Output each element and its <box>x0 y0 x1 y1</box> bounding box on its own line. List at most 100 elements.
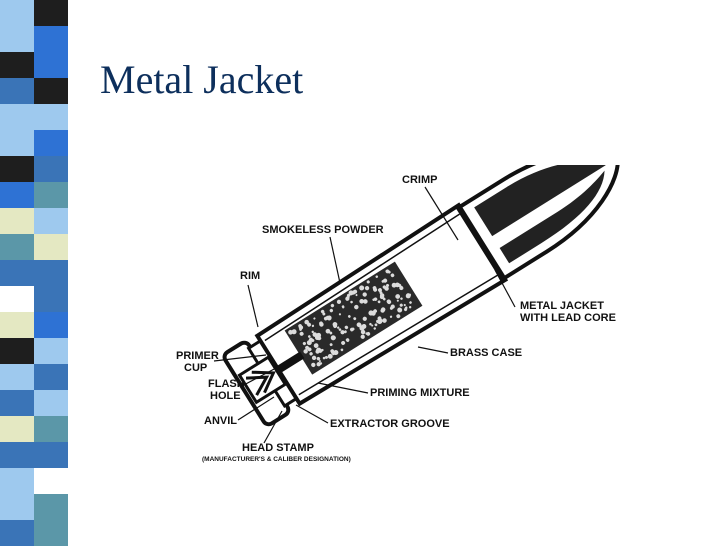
stripe-block <box>0 234 34 260</box>
powder-grain <box>332 322 338 327</box>
powder-grain <box>366 332 371 336</box>
powder-grain <box>366 280 370 284</box>
stripe-block <box>0 130 34 156</box>
powder-grain <box>368 310 374 316</box>
powder-grain <box>345 296 350 301</box>
powder-grain <box>362 316 367 321</box>
powder-grain <box>324 355 328 359</box>
powder-grain <box>329 308 334 313</box>
powder-grain <box>329 343 333 347</box>
powder-grain <box>406 293 410 297</box>
powder-grain <box>363 299 368 304</box>
powder-grain <box>347 315 351 318</box>
stripe-block <box>34 182 68 208</box>
powder-grain <box>379 293 385 298</box>
leader-line <box>329 236 341 284</box>
powder-grain <box>403 303 406 307</box>
label-flash-hole-line2: HOLE <box>210 390 241 402</box>
powder-grain <box>315 349 320 354</box>
powder-grain <box>322 312 326 316</box>
stripe-block <box>34 260 68 286</box>
leader-line <box>263 410 283 444</box>
stripe-block <box>0 0 34 26</box>
powder-grain <box>369 322 372 326</box>
label-anvil: ANVIL <box>204 415 237 427</box>
powder-grain <box>299 326 303 330</box>
leader-line <box>239 366 279 388</box>
decorative-stripe <box>0 0 68 546</box>
powder-grain <box>350 300 353 304</box>
stripe-block <box>0 520 34 546</box>
powder-grain <box>325 328 331 334</box>
powder-grain <box>340 330 345 335</box>
label-flash-hole-line1: FLASH <box>208 378 245 390</box>
label-primer-cup-line2: CUP <box>184 362 207 374</box>
powder-grain <box>313 343 319 349</box>
powder-grain <box>311 324 315 328</box>
powder-grain <box>395 294 401 299</box>
leader-line <box>424 186 459 241</box>
stripe-block <box>0 416 34 442</box>
powder-grain <box>377 318 383 324</box>
powder-grain <box>374 323 378 327</box>
powder-grain <box>344 325 349 330</box>
stripe-block <box>0 338 34 364</box>
metal-jacket-bullet <box>455 165 620 282</box>
stripe-block <box>0 260 34 286</box>
stripe-block <box>34 338 68 364</box>
stripe-block <box>34 0 68 26</box>
label-rim: RIM <box>240 270 260 282</box>
powder-grain <box>396 299 399 302</box>
powder-grain <box>330 303 335 308</box>
powder-grain <box>372 298 375 301</box>
powder-grain <box>338 313 341 316</box>
label-metal-jacket-line1: METAL JACKET <box>520 300 604 312</box>
stripe-block <box>34 468 68 494</box>
lead-core-shading <box>499 170 605 264</box>
powder-grain <box>380 308 385 313</box>
powder-grain <box>362 292 367 297</box>
powder-grain <box>390 304 395 309</box>
powder-grain <box>291 329 297 335</box>
powder-grain <box>321 348 324 352</box>
powder-grain <box>399 303 403 307</box>
label-primer-cup-line1: PRIMER <box>176 350 219 362</box>
stripe-block <box>0 26 34 52</box>
powder-grain <box>288 329 293 335</box>
cartridge-diagram: CRIMP SMOKELESS POWDER RIM METAL JACKET … <box>176 165 620 463</box>
stripe-block <box>34 442 68 468</box>
leader-line <box>213 354 267 362</box>
case-line <box>264 213 460 342</box>
powder-grain <box>391 282 397 288</box>
powder-grain <box>327 353 333 359</box>
powder-grain <box>404 307 408 312</box>
stripe-block <box>0 468 34 494</box>
powder-grain <box>377 300 381 304</box>
powder-grains <box>288 269 412 368</box>
powder-grain <box>323 316 328 321</box>
label-head-stamp-note: (MANUFACTURER'S & CALIBER DESIGNATION) <box>202 456 351 463</box>
powder-grain <box>353 317 357 321</box>
powder-grain <box>360 329 366 335</box>
leader-line <box>494 269 516 308</box>
powder-grain <box>359 285 365 291</box>
powder-grain <box>319 362 323 365</box>
powder-grain <box>331 351 336 356</box>
label-smokeless-powder: SMOKELESS POWDER <box>262 224 384 236</box>
stripe-block <box>34 286 68 312</box>
powder-grain <box>299 331 304 336</box>
stripe-block <box>34 364 68 390</box>
stripe-block <box>0 442 34 468</box>
stripe-block <box>34 234 68 260</box>
powder-grain <box>353 289 358 294</box>
powder-grain <box>336 299 342 304</box>
powder-grain <box>329 331 333 335</box>
leader-line <box>317 382 369 394</box>
powder-grain <box>318 360 321 363</box>
stripe-block <box>0 156 34 182</box>
powder-grain <box>341 340 346 345</box>
stripe-block <box>0 364 34 390</box>
label-head-stamp: HEAD STAMP <box>242 442 314 454</box>
powder-grain <box>311 362 316 368</box>
powder-grain <box>385 269 390 274</box>
